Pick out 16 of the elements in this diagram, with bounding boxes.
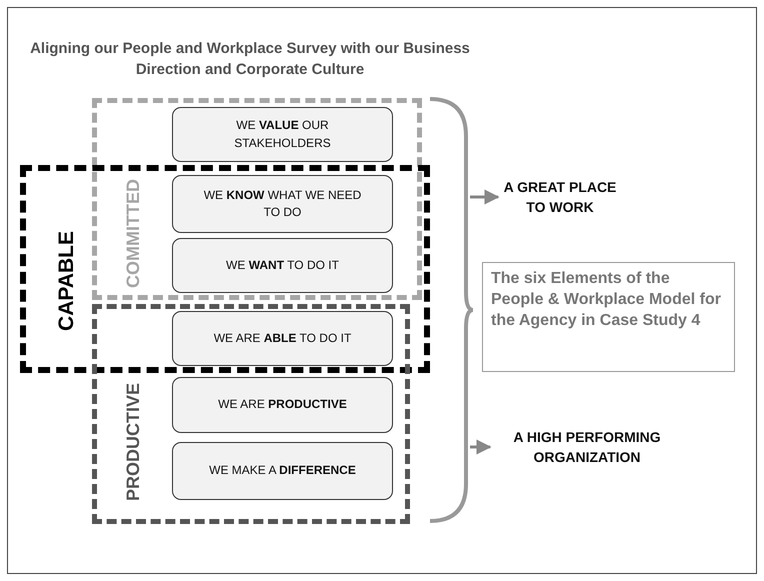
arrow	[470, 190, 500, 204]
outcome-label: A GREAT PLACE TO WORK	[500, 174, 620, 220]
statement-box: WE KNOW WHAT WE NEED TO DO	[172, 175, 393, 233]
group-label: PRODUCTIVE	[124, 383, 142, 502]
statement-box: WE ARE ABLE TO DO IT	[172, 311, 393, 366]
curly-brace	[428, 96, 474, 524]
group-label: COMMITTED	[124, 179, 142, 288]
diagram-title: Aligning our People and Workplace Survey with our Business Direction and Corporate Culture	[30, 39, 470, 80]
statement-box: WE MAKE A DIFFERENCE	[172, 442, 393, 500]
outcome-label: A HIGH PERFORMING ORGANIZATION	[492, 424, 682, 470]
statement-box: WE ARE PRODUCTIVE	[172, 377, 393, 433]
arrow	[470, 440, 492, 454]
statement-box: WE WANT TO DO IT	[172, 238, 393, 293]
note-box: The six Elements of the People & Workplace Model for the Agency in Case Study 4	[482, 262, 735, 372]
statement-box: WE VALUE OUR STAKEHOLDERS	[172, 107, 393, 162]
group-label: CAPABLE	[56, 231, 77, 331]
